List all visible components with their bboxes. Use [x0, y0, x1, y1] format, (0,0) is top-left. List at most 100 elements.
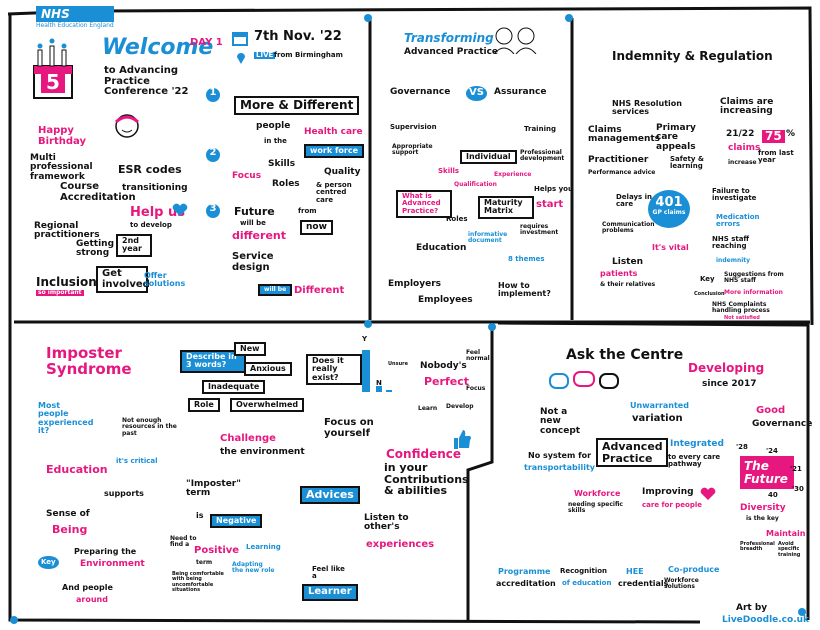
the-future: The Future [740, 456, 794, 490]
claims-label: claims [728, 143, 761, 153]
num-3: 3 [206, 203, 220, 218]
in-your-contributions: in your Contributions & abilities [384, 461, 469, 498]
workforce-solutions: Workforce solutions [664, 577, 699, 591]
word-overwhelmed: Overwhelmed [230, 398, 305, 413]
bar-unsure: Unsure [388, 361, 409, 367]
not-satisfied: Not satisfied [724, 315, 760, 321]
diversity: Diversity [740, 503, 786, 513]
maturity-matrix: Maturity Matrix [478, 196, 534, 219]
imposter-term: "Imposter" term [186, 479, 241, 499]
describe-3-words: Describe in 3 words? [180, 350, 246, 373]
day-label: DAY 1 [190, 37, 223, 48]
negative-label: Negative [210, 514, 263, 529]
year-21: '21 [790, 465, 802, 473]
being-comfortable: Being comfortable with being uncomfortab… [172, 571, 224, 593]
does-it-exist: Does it really exist? [306, 354, 362, 386]
experience: Experience [494, 171, 532, 178]
year-40: 40 [768, 491, 778, 499]
nhs-logo-text: NHS [36, 6, 114, 22]
appropriate-support: Appropriate support [392, 143, 433, 157]
more-different: More & Different [234, 96, 360, 115]
num-2: 2 [206, 147, 220, 162]
helps-you: Helps you [534, 185, 573, 193]
preparing-the: Preparing the [74, 547, 137, 556]
vs-label: VS [466, 86, 487, 101]
programme: Programme [498, 567, 551, 576]
confidence: Confidence [386, 447, 462, 461]
key-label: Key [700, 275, 715, 283]
is-label: is [196, 511, 204, 520]
environment-2: Environment [80, 559, 145, 569]
experiences: experiences [366, 539, 435, 550]
welcome-subtitle: to Advancing Practice Conference '22 [104, 65, 189, 97]
welcome-title: Welcome [102, 35, 214, 60]
multi-framework: Multi professional framework [30, 153, 93, 182]
delays-in-care: Delays in care [616, 193, 653, 209]
happy-birthday: Happy Birthday [38, 125, 86, 147]
people-label: people [256, 121, 291, 131]
maintain: Maintain [766, 529, 806, 538]
is-the-key: is the key [746, 515, 779, 522]
year-30: '30 [792, 485, 804, 493]
accreditation: accreditation [496, 579, 556, 588]
perfect: Perfect [424, 375, 469, 388]
its-vital: It's vital [652, 243, 689, 252]
focus-on-yourself: Focus on yourself [324, 417, 374, 439]
indemnity-title: Indemnity & Regulation [612, 49, 773, 63]
from-label: from [298, 207, 317, 215]
informative-document: informative document [468, 231, 508, 245]
conclusion: Conclusion [694, 291, 725, 297]
increase-label: increase [728, 159, 757, 166]
course-accreditation: Course Accreditation [60, 181, 136, 203]
how-to-implement: How to implement? [498, 281, 551, 299]
feel-normal: Feel normal [466, 349, 490, 363]
health-care: Health care [304, 127, 363, 137]
different-label: different [232, 229, 286, 242]
service-design: Service design [232, 251, 274, 273]
exist-bar-chart [354, 344, 394, 398]
around-label: around [76, 595, 108, 604]
credentials: credentials [618, 579, 669, 588]
every-care-pathway: to every care pathway [668, 453, 721, 469]
relatives-label: & their relatives [600, 281, 656, 288]
ask-the-centre: Ask the Centre [566, 347, 684, 363]
suggestions: Suggestions from NHS staff [724, 271, 784, 285]
in-the: in the [264, 137, 287, 145]
gp-number: 401 [655, 195, 683, 210]
resolution-services: NHS Resolution services [612, 99, 682, 117]
develop-label: Develop [446, 403, 474, 410]
get-involved: Get involved [96, 266, 150, 293]
to-develop: to develop [130, 221, 172, 229]
speech-bubbles-icon [548, 370, 622, 400]
governance-label: Governance [390, 87, 451, 97]
more-information: More information [724, 289, 783, 296]
assurance-label: Assurance [494, 87, 547, 97]
training: Training [524, 125, 556, 133]
supervision: Supervision [390, 123, 437, 131]
getting-strong: Getting strong [76, 239, 115, 259]
individual: Individual [460, 150, 517, 165]
care-for-people: care for people [642, 501, 702, 509]
integrated: Integrated [670, 439, 724, 449]
nhs-subtitle: Health Education England [36, 22, 114, 29]
word-new: New [234, 342, 266, 357]
governance-c: Governance [752, 419, 813, 429]
complaints-process: NHS Complaints handling process [712, 301, 770, 315]
developing: Developing [688, 361, 765, 375]
from-last-year: from last year [758, 149, 794, 165]
credit-site[interactable]: LiveDoodle.co.uk [722, 615, 810, 625]
sense-of: Sense of [46, 509, 90, 519]
will-be: will be [240, 219, 266, 227]
year-label: 21/22 [726, 129, 755, 139]
not-enough-resources: Not enough resources in the past [122, 417, 177, 437]
practitioner: Practitioner [588, 155, 649, 165]
employers: Employers [388, 279, 442, 289]
heart-icon [172, 202, 188, 221]
of-education: of education [562, 579, 612, 587]
transforming-subtitle: Advanced Practice [404, 47, 499, 57]
different-2: Different [294, 285, 345, 296]
safety-learning: Safety & learning [670, 155, 705, 171]
qualification: Qualification [454, 181, 497, 188]
calendar-icon [232, 30, 248, 50]
the-environment: the environment [220, 447, 305, 457]
